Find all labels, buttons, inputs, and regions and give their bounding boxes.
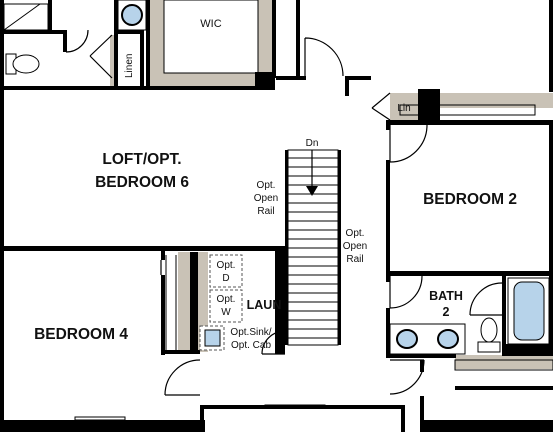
label-bedroom2: BEDROOM 2 <box>423 191 517 208</box>
staircase <box>287 149 339 346</box>
label-stair-dn: Dn <box>306 138 319 149</box>
double-vanity-icon <box>389 323 466 355</box>
label-rail-left-1: Opt. <box>257 180 276 191</box>
label-rail-right-2: Open <box>343 241 367 252</box>
door-bedroom2 <box>389 124 428 163</box>
door-linen <box>89 34 113 79</box>
wall-lines <box>3 0 553 421</box>
label-opt-d-1: Opt. <box>217 260 236 271</box>
opt-washer-box <box>209 289 243 323</box>
door-bath2-inner <box>469 282 503 316</box>
label-bath2-line1: BATH <box>429 289 463 303</box>
fixtures <box>5 0 550 355</box>
stair-arrow-head-icon <box>306 186 318 196</box>
label-linen: Linen <box>124 54 135 78</box>
labels: WIC LOFT/OPT. BEDROOM 6 BEDROOM 2 BEDROO… <box>34 18 517 351</box>
label-rail-right-1: Opt. <box>346 228 365 239</box>
wall-fills <box>110 0 553 369</box>
label-rail-right-3: Rail <box>346 254 363 265</box>
label-wic: WIC <box>200 18 221 30</box>
door-bath2 <box>389 275 423 309</box>
toilet-icon <box>5 53 40 75</box>
label-lin: Lin <box>397 103 410 114</box>
door-lin-closet <box>371 92 391 121</box>
door-lower-right <box>389 359 425 395</box>
label-rail-left-3: Rail <box>257 206 274 217</box>
toilet-icon-bath2 <box>477 317 501 353</box>
label-rail-left-2: Open <box>254 193 278 204</box>
label-loft-line2: BEDROOM 6 <box>95 174 189 191</box>
doors <box>65 29 503 396</box>
opt-sink-icon <box>199 325 225 351</box>
label-opt-w-2: W <box>221 307 231 318</box>
door-laundry <box>261 330 286 355</box>
opt-dryer-box <box>209 254 243 288</box>
label-opt-sink-1: Opt.Sink/ <box>230 327 271 338</box>
label-opt-sink-2: Opt. Cab <box>231 340 271 351</box>
label-bath2-line2: 2 <box>443 305 450 319</box>
label-opt-d-2: D <box>222 273 229 284</box>
bathtub-icon <box>507 277 550 345</box>
door-top-left <box>65 29 89 53</box>
label-bedroom4: BEDROOM 4 <box>34 326 128 343</box>
door-bedroom4 <box>164 359 201 396</box>
label-loft-line1: LOFT/OPT. <box>102 151 181 168</box>
label-opt-w-1: Opt. <box>217 294 236 305</box>
label-laundry: LAUN <box>247 298 282 312</box>
sink-icon <box>117 0 147 31</box>
door-upper-right <box>304 37 344 77</box>
